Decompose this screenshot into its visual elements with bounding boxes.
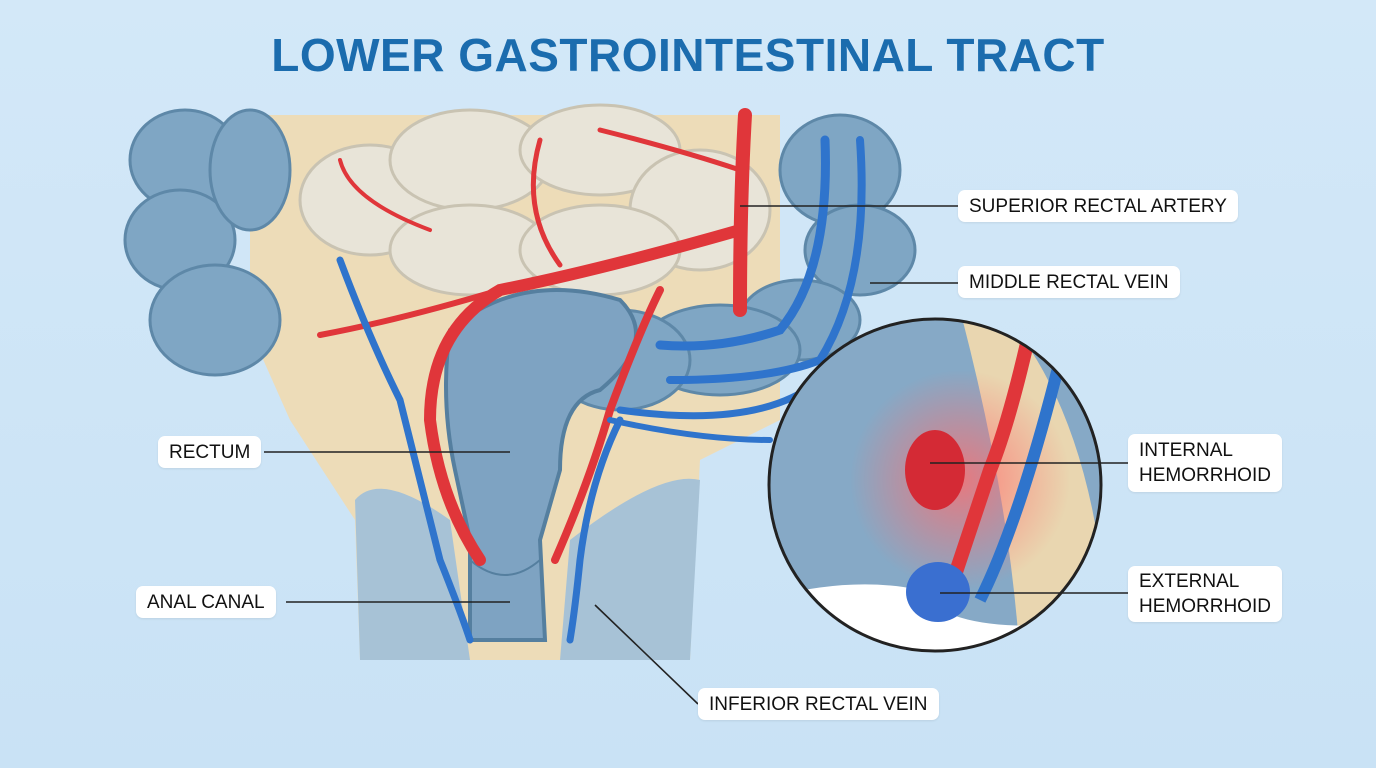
inset-border: [767, 317, 1103, 653]
label-external-hemorrhoid: EXTERNAL HEMORRHOID: [1128, 566, 1282, 622]
label-line: EXTERNAL: [1139, 571, 1240, 592]
rectum-shape: [444, 288, 638, 642]
label-middle-rectal-vein: MIDDLE RECTAL VEIN: [958, 266, 1180, 298]
leader-lines: [264, 205, 1128, 705]
pelvic-floor-left: [355, 488, 470, 660]
arteries: [317, 108, 752, 566]
external-hemorrhoid-shape: [906, 562, 970, 622]
label-internal-hemorrhoid: INTERNAL HEMORRHOID: [1128, 434, 1282, 492]
small-intestine: [298, 103, 772, 297]
label-superior-rectal-artery: SUPERIOR RECTAL ARTERY: [958, 190, 1238, 222]
internal-hemorrhoid-shape: [905, 430, 965, 510]
label-anal-canal: ANAL CANAL: [136, 586, 276, 618]
hemorrhoid-inset: [769, 319, 1101, 651]
pelvic-floor-right: [560, 478, 700, 660]
label-line: HEMORRHOID: [1139, 465, 1271, 486]
label-rectum: RECTUM: [158, 436, 262, 468]
label-inferior-rectal-vein: INFERIOR RECTAL VEIN: [698, 688, 939, 720]
left-colon: [123, 108, 292, 377]
label-line: HEMORRHOID: [1139, 596, 1271, 617]
label-line: INTERNAL: [1139, 440, 1233, 461]
diagram-title: LOWER GASTROINTESTINAL TRACT: [271, 29, 1105, 81]
